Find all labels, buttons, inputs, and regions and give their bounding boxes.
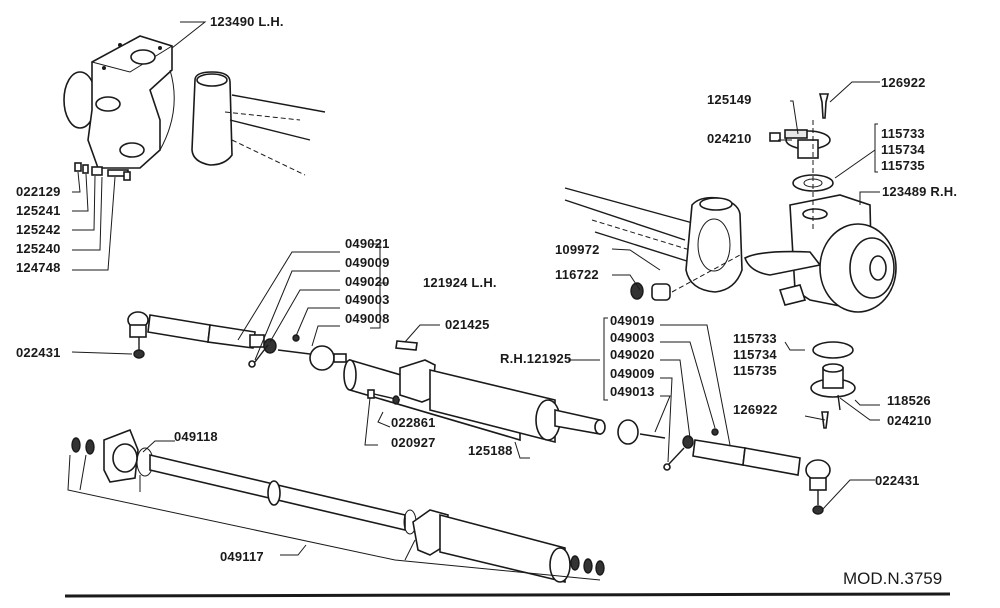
bushing-parts xyxy=(630,254,741,301)
label-126922-top: 126922 xyxy=(881,75,926,90)
label-lh-049003: 049003 xyxy=(345,292,390,307)
bottom-rule xyxy=(64,592,951,598)
label-lh-049021: 049021 xyxy=(345,236,390,251)
label-116722: 116722 xyxy=(555,267,599,282)
label-020927: 020927 xyxy=(391,435,436,450)
upper-ball-joint xyxy=(769,93,834,230)
label-rh-049009: 049009 xyxy=(610,366,655,381)
label-115735-bot: 115735 xyxy=(733,363,777,378)
damper-bolt xyxy=(367,389,401,405)
label-021425: 021425 xyxy=(445,317,490,332)
label-022431-left: 022431 xyxy=(16,345,61,360)
label-022861: 022861 xyxy=(391,415,436,430)
label-tierod-lh: 121924 L.H. xyxy=(423,275,497,290)
label-049118: 049118 xyxy=(174,429,218,444)
label-knuckle-lh: 123490 L.H. xyxy=(210,14,284,29)
label-tierod-rh: R.H.121925 xyxy=(500,351,571,366)
leaders-tie-rods xyxy=(71,243,880,511)
knuckle-right xyxy=(744,194,897,313)
axle-beam-left xyxy=(191,71,326,176)
label-024210-top: 024210 xyxy=(707,131,752,146)
axle-beam-right xyxy=(564,187,743,293)
label-lh-049020: 049020 xyxy=(345,274,390,289)
label-115734-top: 115734 xyxy=(881,142,925,157)
label-024210-bot: 024210 xyxy=(887,413,932,428)
label-115733-bot: 115733 xyxy=(733,331,777,346)
label-125240: 125240 xyxy=(16,241,61,256)
label-rh-049019: 049019 xyxy=(610,313,655,328)
label-022431-right: 022431 xyxy=(875,473,920,488)
leaders-right-knuckle xyxy=(611,81,880,291)
label-rh-049013: 049013 xyxy=(610,384,655,399)
damper-tube xyxy=(343,340,606,444)
label-115734-bot: 115734 xyxy=(733,347,777,362)
left-inner-joint xyxy=(309,345,347,371)
label-lh-049008: 049008 xyxy=(345,311,390,326)
label-125188: 125188 xyxy=(468,443,513,458)
label-126922-bot: 126922 xyxy=(733,402,778,417)
lower-ball-joint xyxy=(810,341,856,429)
label-118526: 118526 xyxy=(887,393,931,408)
leaders-damper xyxy=(67,440,601,581)
knuckle-bolt-set xyxy=(74,162,131,181)
label-125241: 125241 xyxy=(16,203,61,218)
label-124748: 124748 xyxy=(16,260,61,275)
knuckle-left xyxy=(63,35,175,169)
model-reference: MOD.N.3759 xyxy=(843,569,942,588)
label-125149: 125149 xyxy=(707,92,752,107)
label-rh-049003: 049003 xyxy=(610,330,655,345)
leaders-left-knuckle xyxy=(72,21,207,271)
label-109972: 109972 xyxy=(555,242,600,257)
steering-damper xyxy=(71,428,605,584)
label-022129: 022129 xyxy=(16,184,61,199)
label-049117: 049117 xyxy=(220,549,264,564)
label-lh-049009: 049009 xyxy=(345,255,390,270)
label-115733-top: 115733 xyxy=(881,126,925,141)
part-labels: 123490 L.H. 022129 125241 125242 125240 … xyxy=(16,14,957,588)
label-115735-top: 115735 xyxy=(881,158,925,173)
label-knuckle-rh: 123489 R.H. xyxy=(882,184,957,199)
label-125242: 125242 xyxy=(16,222,61,237)
label-rh-049020: 049020 xyxy=(610,347,655,362)
right-tie-rod xyxy=(617,419,831,515)
